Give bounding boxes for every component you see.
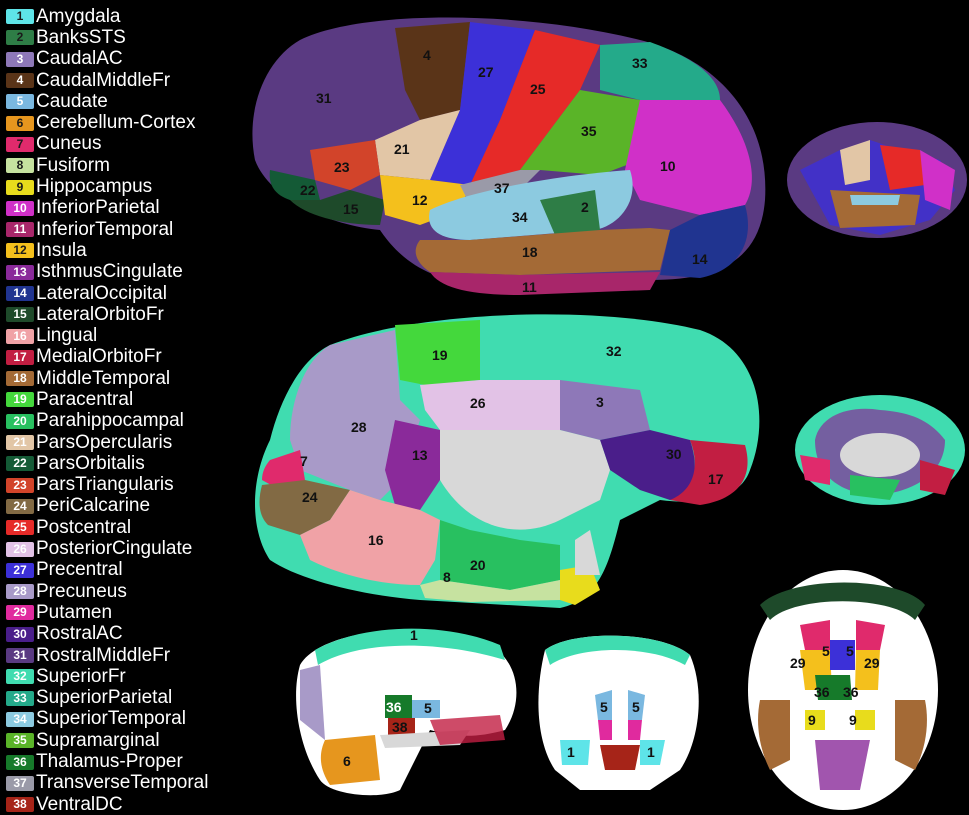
medial-label: 17 [708,471,724,487]
slice-label: 5 [632,699,640,715]
inset-lateral-view [787,122,967,238]
coronal-slice: 5 5 1 1 [538,636,698,790]
lateral-label: 18 [522,244,538,260]
lateral-label: 11 [522,279,537,295]
lateral-label: 12 [412,192,428,208]
slice-label: 1 [410,627,418,643]
slice-label: 38 [392,719,408,735]
slice-label: 1 [647,744,655,760]
lateral-label: 21 [394,141,410,157]
lateral-cortex-view: 4 27 33 31 25 35 21 10 23 37 22 15 12 2 … [252,18,765,296]
lateral-label: 35 [581,123,597,139]
medial-label: 32 [606,343,622,359]
slice-label: 1 [567,744,575,760]
lateral-label: 27 [478,64,494,80]
slice-label: 5 [424,700,432,716]
lateral-label: 4 [423,47,431,63]
medial-label: 24 [302,489,318,505]
lateral-label: 25 [530,81,546,97]
medial-label: 7 [300,453,308,469]
medial-label: 3 [596,394,604,410]
medial-label: 26 [470,395,486,411]
axial-slice: 29 5 5 29 36 36 9 9 [748,570,938,810]
slice-label: 9 [808,712,816,728]
slice-label: 5 [846,643,854,659]
slice-label: 5 [822,643,830,659]
lateral-label: 34 [512,209,528,225]
lateral-label: 33 [632,55,648,71]
lateral-label: 22 [300,182,316,198]
slice-label: 29 [864,655,880,671]
slice-label: 36 [386,699,402,715]
medial-label: 28 [351,419,367,435]
slice-label: 6 [343,753,351,769]
medial-cortex-view: 19 32 26 3 28 13 30 7 17 24 16 20 8 [255,314,759,608]
inset-medial-view [795,395,965,505]
slice-label: 29 [790,655,806,671]
lateral-label: 31 [316,90,332,106]
sagittal-slice: 1 36 5 38 6 [296,627,516,795]
medial-label: 8 [443,569,451,585]
medial-label: 16 [368,532,384,548]
slice-label: 5 [600,699,608,715]
lateral-label: 10 [660,158,676,174]
lateral-label: 2 [581,199,589,215]
slice-label: 36 [814,684,830,700]
medial-label: 30 [666,446,682,462]
lateral-label: 37 [494,180,510,196]
lateral-label: 14 [692,251,708,267]
slice-label: 36 [843,684,859,700]
medial-label: 13 [412,447,428,463]
medial-label: 20 [470,557,486,573]
lateral-label: 15 [343,201,359,217]
lateral-label: 23 [334,159,350,175]
slice-label: 9 [849,712,857,728]
medial-label: 19 [432,347,448,363]
